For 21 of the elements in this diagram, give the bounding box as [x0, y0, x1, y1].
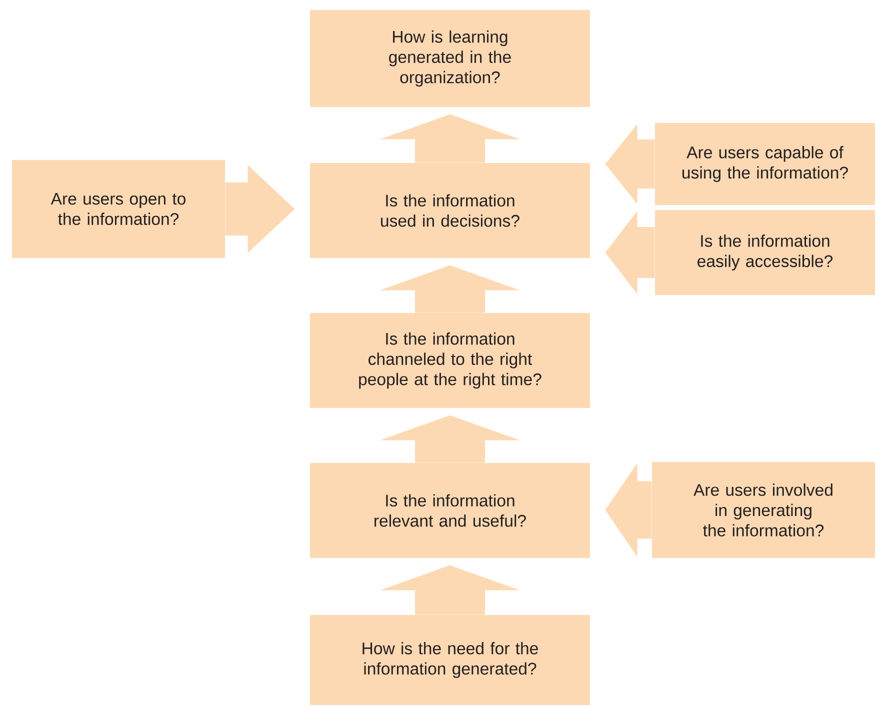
block-arrow	[380, 114, 520, 163]
block-arrow	[225, 165, 295, 253]
question-box: Are users involved in generating the information?	[652, 462, 875, 558]
block-arrow	[605, 463, 652, 557]
question-box: Is the information relevant and useful?	[310, 463, 590, 558]
node-label: Are users open to the information?	[50, 193, 186, 225]
question-box: Are users open to the information?	[12, 160, 225, 258]
question-box: How is the need for the information generated?	[310, 615, 590, 705]
node-label: Are users capable of using the information?	[682, 146, 848, 182]
block-arrow	[380, 565, 520, 615]
node-label: Is the information easily accessible?	[698, 234, 833, 270]
node-label: Are users involved in generating the information?	[694, 484, 832, 536]
question-box: Is the information easily accessible?	[655, 210, 875, 295]
block-arrow	[380, 265, 520, 313]
question-box: Are users capable of using the information?	[655, 123, 875, 205]
question-box: Is the information channeled to the right people at the right time?	[310, 313, 590, 408]
block-arrow	[380, 415, 520, 463]
block-arrow	[605, 124, 655, 204]
question-box: Is the information used in decisions?	[310, 163, 590, 258]
question-box: How is learning generated in the organization?	[310, 10, 590, 107]
block-arrow	[605, 211, 655, 294]
